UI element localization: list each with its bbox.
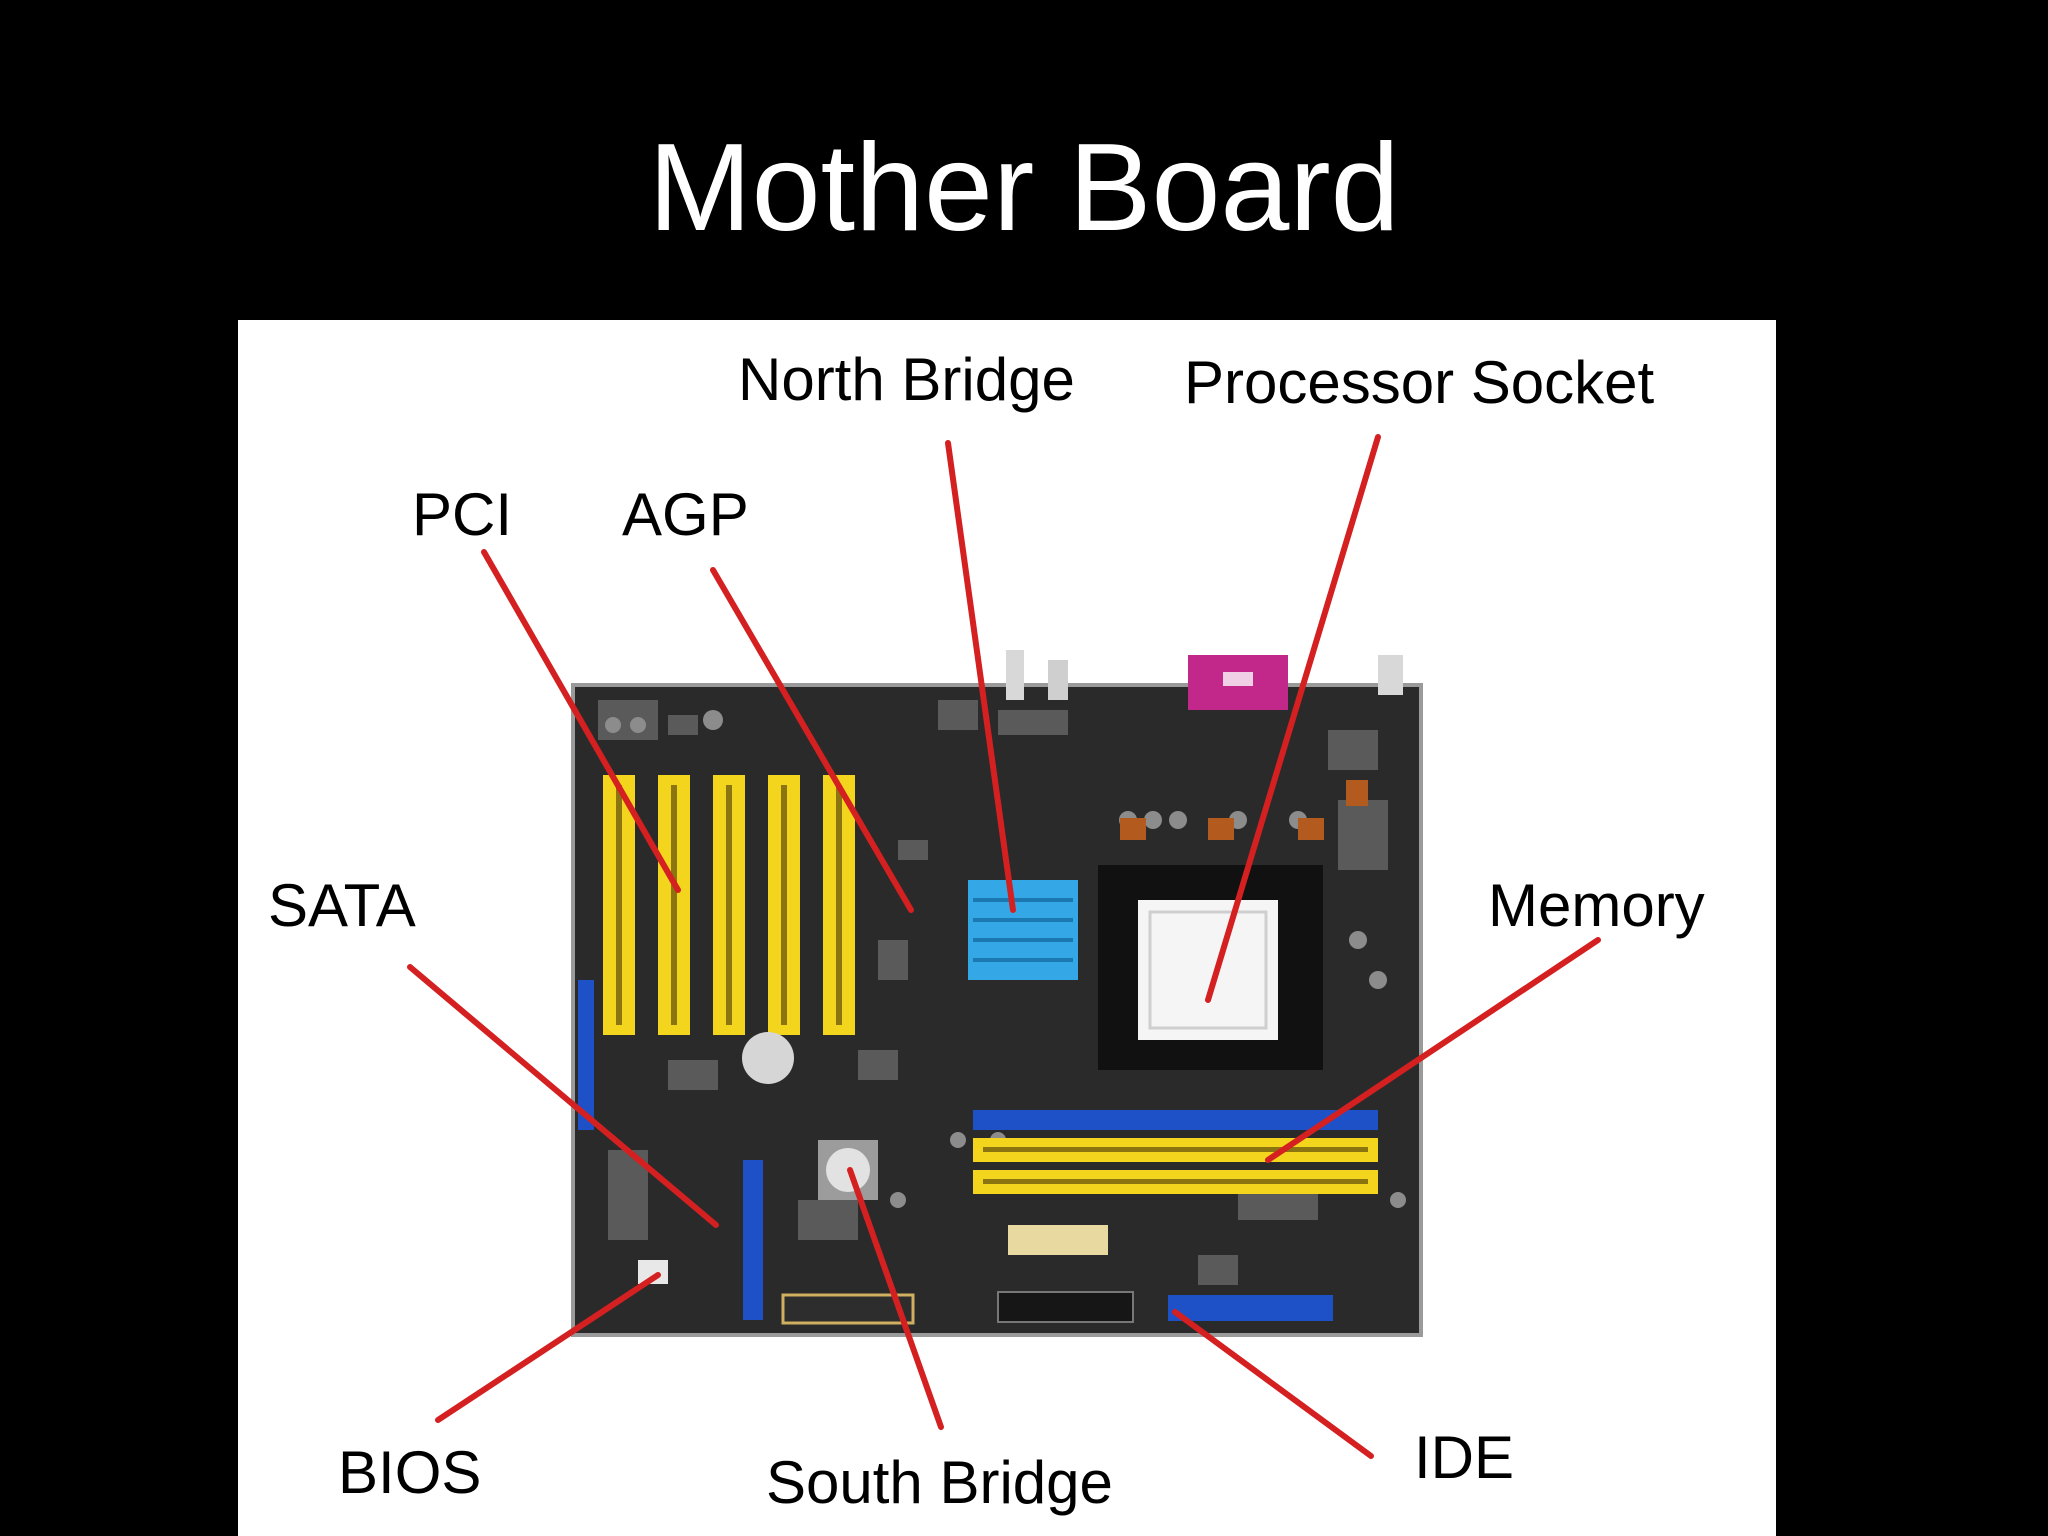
cmos-battery [742, 1032, 794, 1084]
motherboard-illustration [571, 650, 1423, 1337]
pointer-processor-socket [1205, 434, 1381, 1003]
sata-connector [743, 1160, 763, 1320]
pointer-north-bridge [945, 440, 1016, 913]
label-south-bridge: South Bridge [766, 1449, 1113, 1516]
label-bios: BIOS [338, 1439, 482, 1506]
label-processor-socket: Processor Socket [1184, 349, 1655, 416]
diagram-panel: North Bridge Processor Socket PCI AGP SA… [238, 320, 1776, 1536]
motherboard-diagram [407, 434, 1601, 1459]
pointer-bios [435, 1272, 661, 1423]
floppy-connector [781, 1293, 915, 1325]
sata-connector [578, 980, 594, 1130]
label-ide: IDE [1414, 1424, 1515, 1491]
ide-connector-blue [1168, 1295, 1333, 1321]
north-bridge-heatsink [968, 880, 1078, 980]
atx-power-connector [1008, 1225, 1108, 1255]
memory-slot [973, 1110, 1378, 1130]
pointer-sata [407, 964, 719, 1228]
label-agp: AGP [622, 481, 749, 548]
label-sata: SATA [268, 872, 416, 939]
label-memory: Memory [1488, 872, 1705, 939]
pointer-pci [481, 549, 681, 893]
pointer-ide [1172, 1309, 1374, 1459]
slide-title: Mother Board [648, 119, 1400, 257]
cpu-socket [1138, 900, 1278, 1040]
pointer-lines [407, 434, 1601, 1459]
pointer-memory [1265, 937, 1601, 1163]
pointer-agp [710, 567, 914, 913]
label-pci: PCI [412, 481, 513, 548]
ide-connector [997, 1291, 1134, 1323]
label-north-bridge: North Bridge [738, 346, 1075, 413]
pointer-south-bridge [847, 1167, 944, 1430]
